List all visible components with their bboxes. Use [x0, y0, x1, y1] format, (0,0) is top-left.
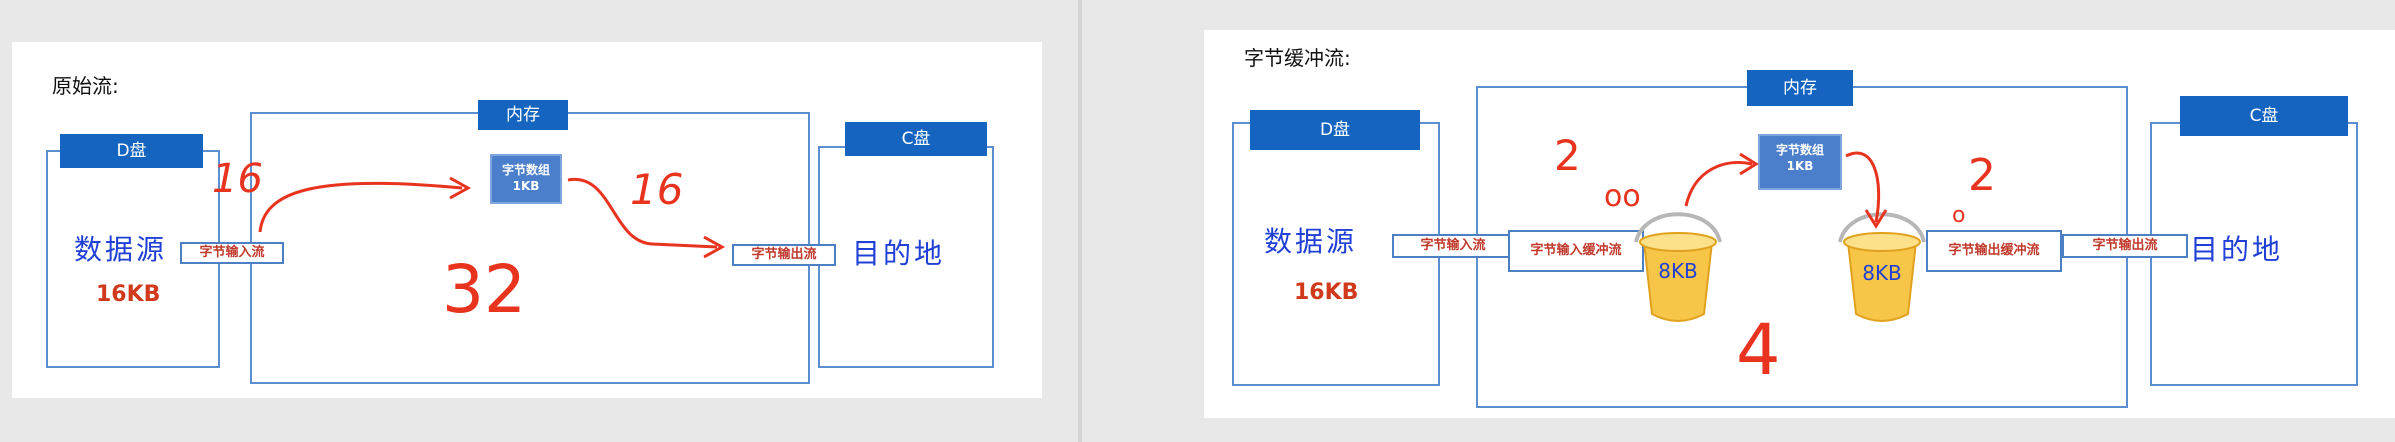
byte-buffered-input-stream: 字节输入缓冲流	[1508, 230, 1644, 272]
data-source-label: 数据源	[1264, 225, 1358, 258]
memory-header: 内存	[1747, 70, 1853, 106]
c-disk-header: C盘	[845, 122, 987, 156]
byte-output-stream: 字节输出流	[732, 244, 836, 266]
byte-buffered-output-stream: 字节输出缓冲流	[1926, 230, 2062, 272]
byte-array-node: 字节数组 1KB	[1758, 134, 1842, 190]
memory-header: 内存	[478, 100, 568, 130]
byte-input-stream: 字节输入流	[1392, 234, 1514, 258]
destination-label: 目的地	[852, 237, 946, 270]
page-divider	[1078, 0, 1082, 442]
slide-heading: 字节缓冲流:	[1244, 46, 1351, 70]
slide-heading: 原始流:	[52, 74, 119, 98]
d-disk-header: D盘	[60, 134, 203, 168]
slide-buffered-stream: 字节缓冲流: D盘 数据源 16KB 内存 字节数组 1KB C盘 目的地 字节…	[1204, 30, 2395, 418]
byte-output-stream: 字节输出流	[2062, 234, 2188, 258]
data-source-label: 数据源	[74, 233, 168, 266]
byte-array-node: 字节数组 1KB	[490, 154, 562, 204]
source-size-label: 16KB	[96, 282, 161, 307]
d-disk-header: D盘	[1250, 110, 1420, 150]
byte-input-stream: 字节输入流	[180, 242, 284, 264]
memory-box	[250, 112, 810, 384]
c-disk-header: C盘	[2180, 96, 2348, 136]
slide-original-stream: 原始流: D盘 数据源 16KB 内存 字节数组 1KB C盘 目的地 字节输入…	[12, 42, 1042, 398]
destination-label: 目的地	[2190, 233, 2284, 266]
source-size-label: 16KB	[1294, 280, 1359, 305]
